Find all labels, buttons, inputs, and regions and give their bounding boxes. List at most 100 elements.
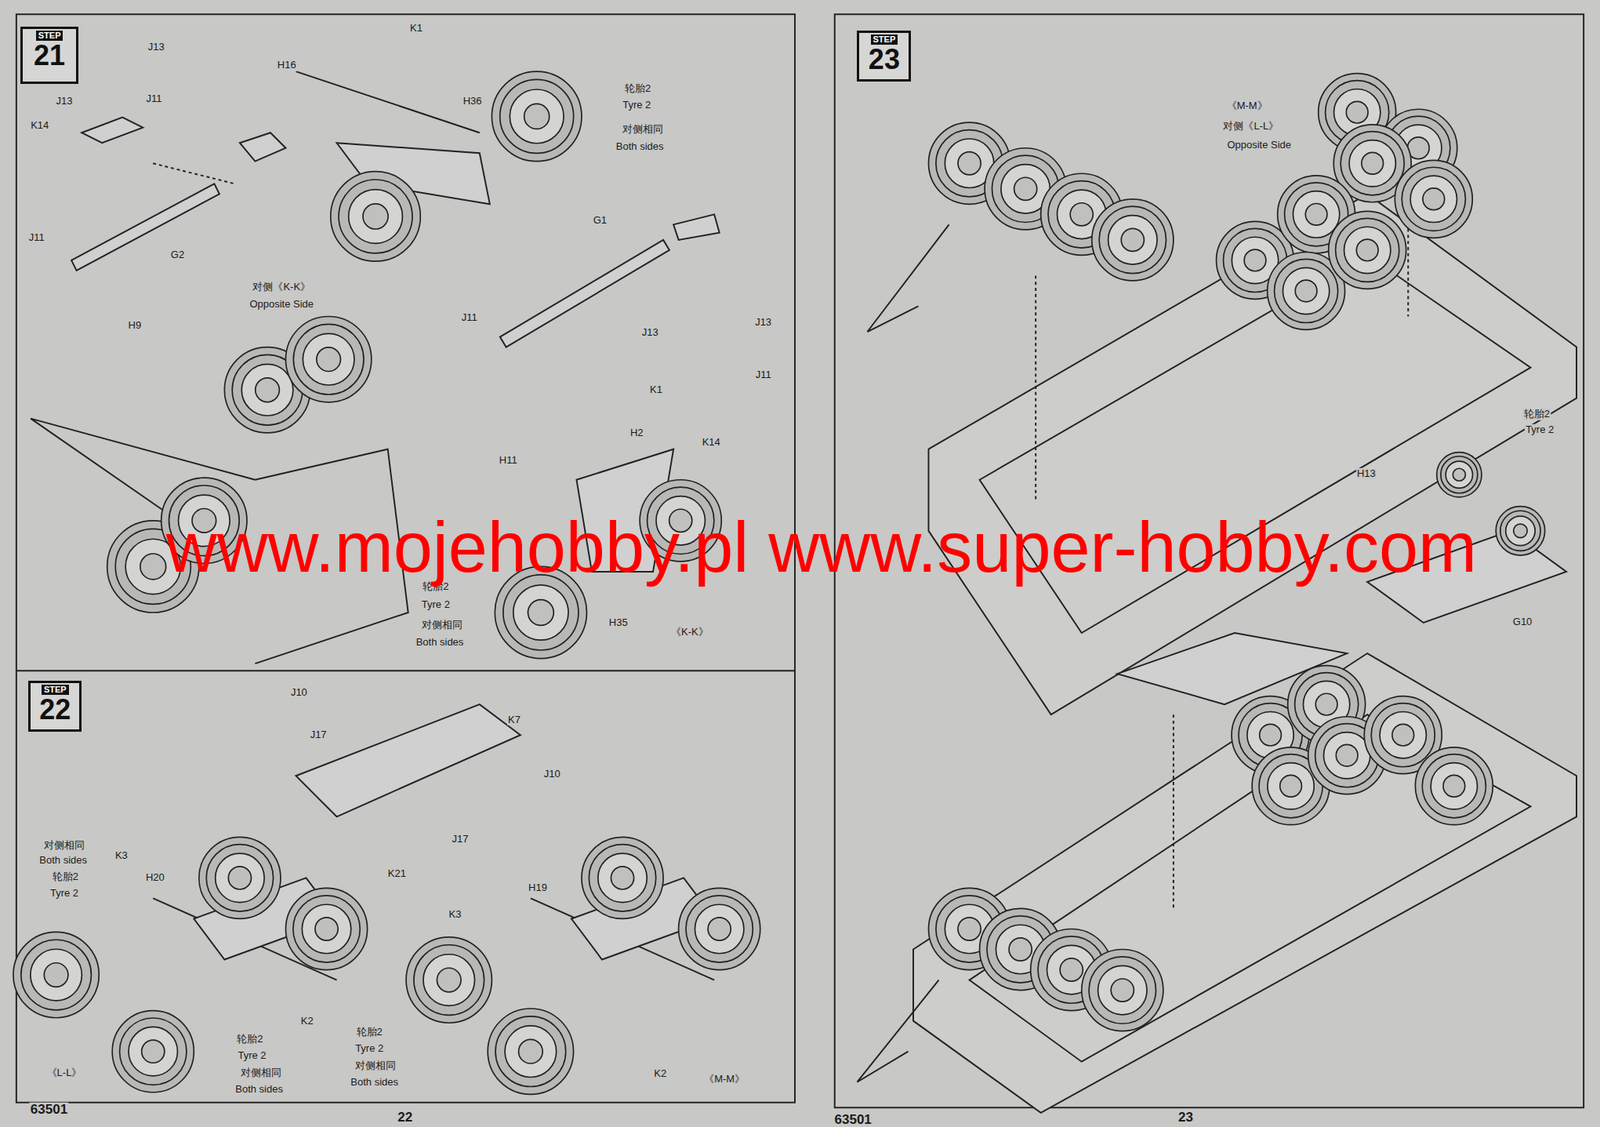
tyre [524,103,550,129]
tyre [1099,206,1166,273]
tyre [1344,226,1391,273]
tyre [1092,199,1174,281]
part-number: J17 [451,833,470,845]
tyre [694,903,744,953]
part-number: J13 [55,95,74,107]
tyre [1305,203,1328,225]
tyre [30,948,83,1001]
tyre [215,852,265,902]
tyre [1436,452,1482,498]
note: 《L-L》 [46,1066,84,1078]
page-number: 63501 [834,1112,873,1127]
tyre [301,903,351,953]
tyre [957,917,981,940]
tyre [487,1008,574,1094]
note: 《M-M》 [703,1073,746,1085]
part-number: Both sides [234,1083,284,1095]
tyre [285,316,371,403]
tyre [362,203,389,229]
axle-frame [295,703,520,817]
part-number: H20 [145,871,166,883]
tyre [957,152,981,175]
page-number: 63501 [29,1102,69,1118]
note: 对侧相同 [43,839,86,851]
tyre [1340,131,1405,196]
note: 轮胎2 [624,83,652,95]
tyre [1295,279,1318,302]
tyre [513,584,569,640]
page-number: 23 [1177,1110,1194,1125]
page-number: 22 [396,1110,414,1125]
part-number: Opposite Side [248,298,315,310]
tyre [1422,188,1445,211]
tyre [1452,468,1466,481]
tyre [1392,723,1415,746]
tyre [1328,210,1407,289]
tyre [1315,692,1338,715]
part-number: Tyre 2 [621,99,652,111]
tyre [199,836,281,918]
tyre [1280,774,1303,797]
tyre [504,1025,557,1078]
tyre [285,887,367,969]
tyre [503,574,579,650]
tyre [610,866,634,889]
step-word: STEP [36,30,64,41]
tyre [1440,456,1478,494]
tyre [1274,258,1339,323]
tyre [1059,957,1083,981]
note: 《M-M》 [1226,100,1269,112]
tyre [509,89,564,144]
part-number: J11 [28,232,46,244]
tyre [1267,762,1314,810]
tyre [1513,523,1528,537]
tyre [500,79,574,153]
tie-rod [295,71,479,133]
part-number: K14 [29,119,50,131]
step-number: 22 [39,694,71,725]
tyre [1410,175,1457,222]
part-number: Opposite Side [1226,139,1292,151]
tyre [1098,965,1147,1014]
tyre [1422,754,1486,818]
note: 轮胎2 [355,1026,384,1038]
part-number: H19 [527,881,548,893]
tyre [1401,166,1466,231]
tyre [330,171,421,262]
part-number: K21 [387,867,407,879]
part-number: H13 [1356,468,1377,479]
tyre [495,1015,566,1087]
tyre [43,962,69,987]
note: 对侧相同 [420,618,464,630]
tyre [1110,978,1134,1002]
part-number: K1 [409,22,424,34]
axle-beam [500,239,670,348]
bracket [673,214,720,240]
part-number: G10 [1512,616,1534,628]
step-word: STEP [870,34,899,45]
tyre [338,179,413,254]
step-badge: STEP22 [28,680,82,732]
part-number: K2 [300,1015,315,1027]
tyre [1361,152,1384,175]
note: 对侧相同 [354,1059,397,1071]
tyre [1346,101,1368,124]
tyre [228,866,251,889]
part-number: H35 [608,616,629,628]
tyre [241,363,294,416]
tyre [588,844,656,911]
note: 《K-K》 [670,626,710,638]
part-number: J17 [309,729,328,741]
bracket [239,132,287,161]
tyre [1356,239,1379,262]
tyre [1349,140,1396,187]
step-badge: STEP21 [20,26,79,84]
tyre [315,917,338,940]
tyre [1323,732,1370,779]
tyre [1259,723,1282,746]
tyre [255,377,280,403]
part-number: H16 [276,59,298,71]
part-number: K14 [701,435,722,447]
part-number: K2 [653,1067,668,1079]
tyre [119,1017,187,1085]
